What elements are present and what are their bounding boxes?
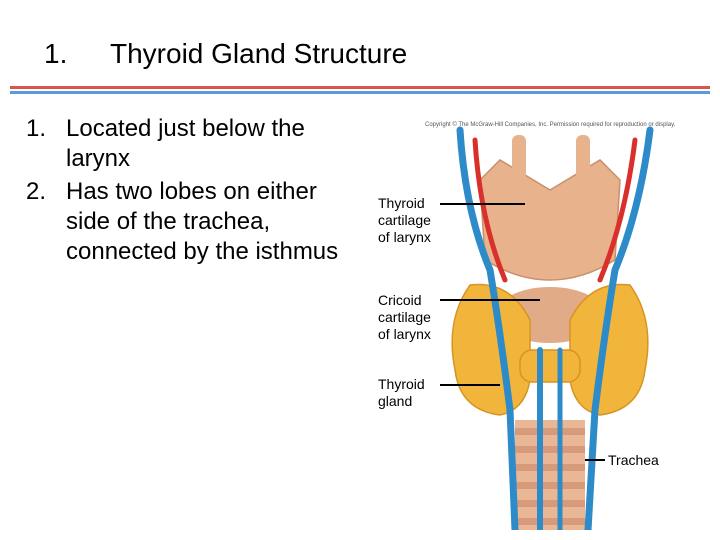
list-item-text: Has two lobes on either side of the trac…: [66, 178, 339, 265]
list-item: 1. Located just below the larynx: [24, 114, 364, 174]
label-thyroid-cartilage: Thyroid cartilage of larynx: [378, 195, 431, 245]
slide-header: 1. Thyroid Gland Structure: [0, 30, 720, 80]
title-underline-blue: [10, 91, 710, 94]
list-item: 2. Has two lobes on either side of the t…: [24, 177, 364, 267]
leader-line-thyroid-gland: [440, 384, 500, 386]
list-item-number: 2.: [26, 178, 47, 205]
thyroid-gland-illustration: [451, 283, 649, 416]
label-cricoid-cartilage: Cricoid cartilage of larynx: [378, 292, 431, 342]
leader-line-trachea: [585, 459, 605, 461]
trachea-illustration: [515, 420, 585, 530]
leader-line-cricoid-cartilage: [440, 299, 540, 301]
thyroid-anatomy-illustration: [451, 126, 654, 530]
slide-number: 1.: [44, 38, 68, 69]
label-trachea: Trachea: [608, 452, 659, 468]
list-item-number: 1.: [26, 115, 47, 142]
thyroid-cartilage-illustration: [479, 159, 621, 281]
title-underline-red: [10, 86, 710, 89]
slide-title: Thyroid Gland Structure: [110, 38, 408, 69]
figure-copyright-notice: Copyright © The McGraw-Hill Companies, I…: [425, 122, 676, 128]
list-item-text: Located just below the larynx: [66, 115, 305, 172]
label-thyroid-gland: Thyroid gland: [378, 376, 425, 409]
leader-line-thyroid-cartilage: [440, 203, 525, 205]
bullet-list: 1. Located just below the larynx 2. Has …: [24, 114, 364, 270]
